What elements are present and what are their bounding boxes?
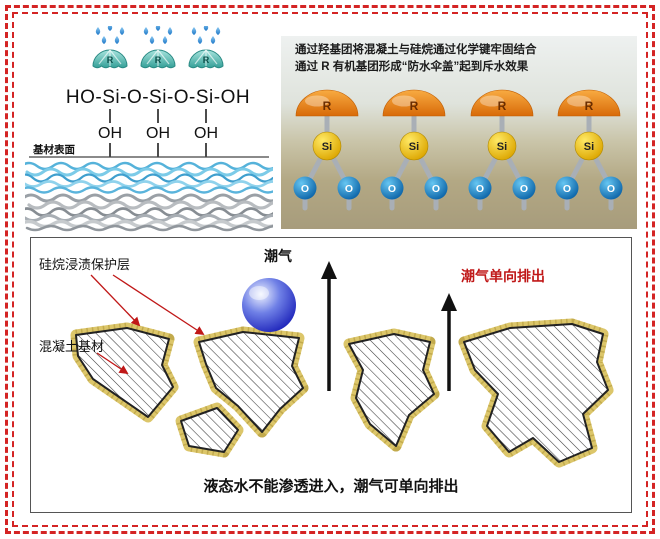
cross-section-svg: 硅烷浸渍保护层 混凝土基材 潮气 潮气单向排出 [39, 248, 614, 495]
caption-line-1: 通过羟基团将混凝土与硅烷通过化学键牢固结合 [295, 42, 537, 56]
o-label: O [432, 183, 440, 195]
vapor-arrow-2 [441, 293, 457, 391]
substrate-label: 混凝土基材 [39, 339, 104, 354]
r-dome-4: R [557, 89, 621, 117]
umbrella-group-1: R [92, 26, 128, 69]
chemical-formula-svg: R R [25, 26, 273, 232]
molecular-model-svg: 通过羟基团将混凝土与硅烷通过化学键牢固结合 通过 R 有机基团形成“防水伞盖”起… [281, 36, 637, 229]
umbrella-ribs [194, 49, 218, 66]
r-label: R [585, 99, 594, 113]
panel-chemical-formula: R R [25, 26, 273, 232]
o-spheres: O O O O O O O O [293, 176, 623, 200]
rain-drops [191, 26, 221, 44]
o-label: O [388, 183, 396, 195]
water-droplet-highlight [249, 286, 269, 300]
substrate-texture-gray [25, 193, 273, 232]
o-label: O [345, 183, 353, 195]
umbrella-r-label: R [203, 55, 210, 65]
r-dome-2: R [382, 89, 446, 117]
umbrella-r-label: R [107, 55, 114, 65]
si-label: Si [322, 141, 332, 153]
concrete-substrate-shapes [75, 323, 609, 463]
panel-molecular-model: 通过羟基团将混凝土与硅烷通过化学键牢固结合 通过 R 有机基团形成“防水伞盖”起… [281, 36, 637, 229]
oh-label-1: OH [98, 125, 122, 142]
umbrella-ribs [98, 49, 122, 66]
concrete-shape [198, 331, 304, 433]
panel-cross-section: 硅烷浸渍保护层 混凝土基材 潮气 潮气单向排出 [30, 237, 632, 513]
moisture-label: 潮气 [264, 248, 292, 264]
rain-drops [143, 26, 173, 44]
oh-substrate-bonds [109, 143, 207, 157]
oh-label-3: OH [194, 125, 218, 142]
si-label: Si [409, 141, 419, 153]
r-dome-1: R [295, 89, 359, 117]
bottom-caption: 液态水不能渗透进入，潮气可单向排出 [203, 477, 458, 495]
umbrella-group-2: R [140, 26, 176, 69]
concrete-shape [348, 333, 435, 447]
water-droplet-sphere [242, 278, 296, 332]
r-label: R [410, 99, 419, 113]
o-label: O [301, 183, 309, 195]
vapor-arrow-1 [321, 261, 337, 391]
si-oh-bonds [109, 109, 207, 123]
substrate-pointer-line [96, 352, 129, 375]
r-dome-3: R [470, 89, 534, 117]
rain-drops [95, 26, 125, 44]
si-label: Si [497, 141, 507, 153]
substrate-texture-blue [25, 161, 273, 194]
r-label: R [323, 99, 332, 113]
concrete-shape [180, 407, 239, 453]
si-label: Si [584, 141, 594, 153]
r-label: R [498, 99, 507, 113]
umbrella-group-3: R [188, 26, 224, 69]
silane-formula: HO-Si-O-Si-O-Si-OH [66, 87, 250, 108]
o-label: O [607, 183, 615, 195]
moisture-exit-label: 潮气单向排出 [461, 268, 545, 284]
concrete-shape [463, 323, 609, 463]
si-spheres: Si Si Si Si [312, 131, 604, 161]
photo-background [281, 36, 637, 229]
oh-label-2: OH [146, 125, 170, 142]
protective-layer-label: 硅烷浸渍保护层 [39, 257, 130, 272]
protective-layer-pointer-lines [90, 274, 205, 335]
umbrella-ribs [146, 49, 170, 66]
o-label: O [476, 183, 484, 195]
caption-line-2: 通过 R 有机基团形成“防水伞盖”起到斥水效果 [295, 59, 529, 73]
umbrella-r-label: R [155, 55, 162, 65]
o-label: O [520, 183, 528, 195]
substrate-surface-label: 基材表面 [32, 143, 75, 156]
o-label: O [563, 183, 571, 195]
